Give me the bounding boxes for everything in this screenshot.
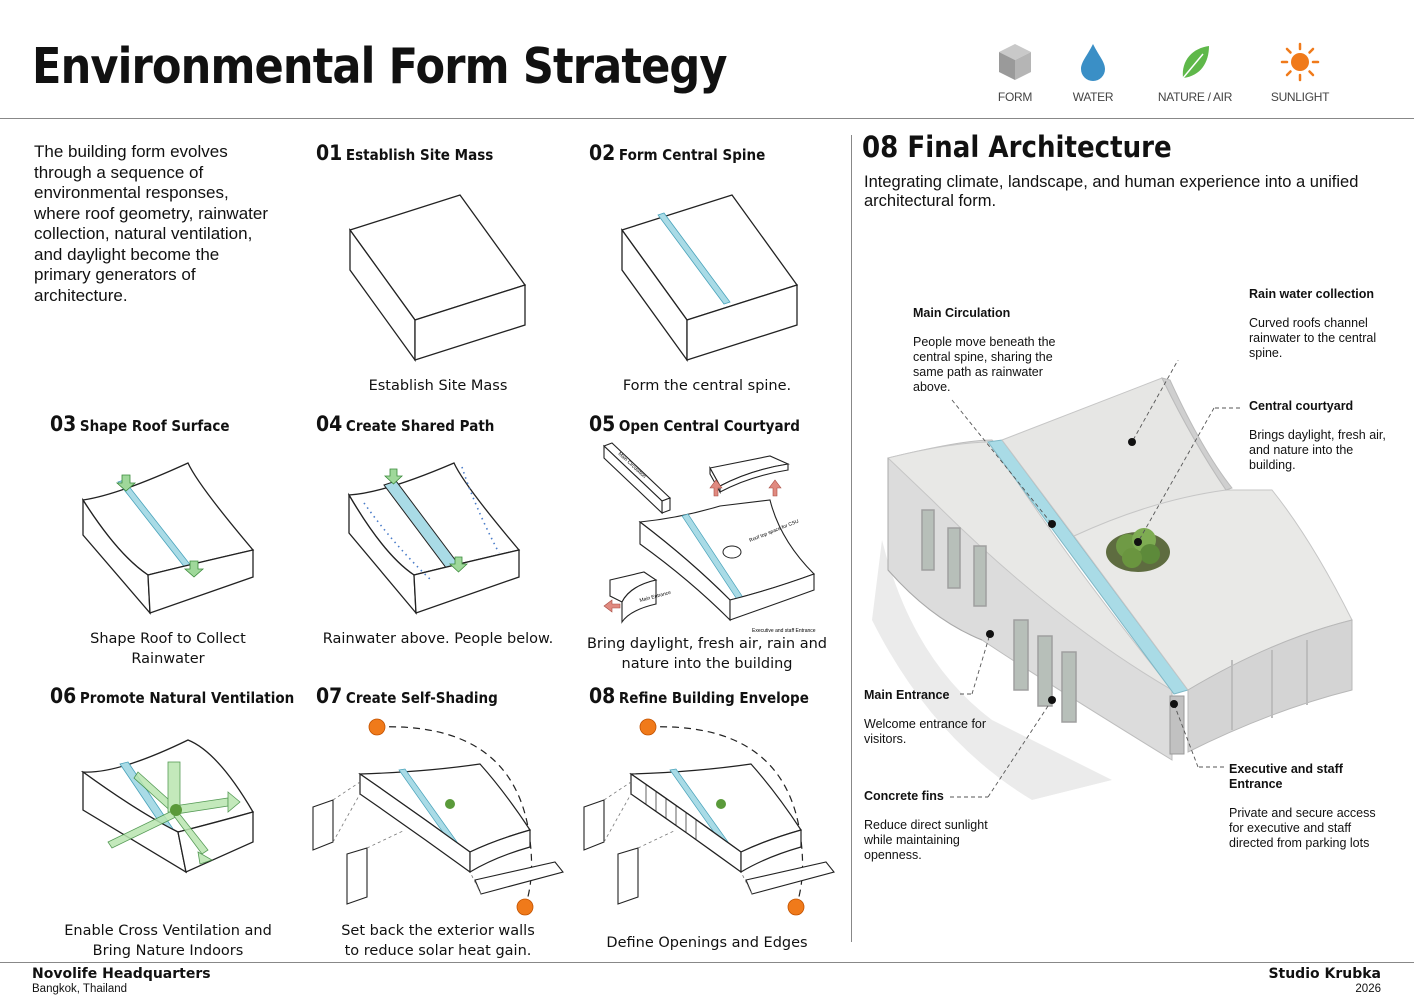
step-08-envelope-diagram <box>583 718 835 916</box>
step-06-ventilation-diagram <box>80 739 254 874</box>
sun-icon <box>639 718 657 736</box>
legend-label-water: WATER <box>1072 90 1114 104</box>
header-divider <box>0 118 1414 119</box>
sun-icon <box>787 898 805 916</box>
final-title: 08 Final Architecture <box>862 130 1172 164</box>
sun-icon <box>368 718 386 736</box>
step-03-roof-diagram <box>81 462 255 615</box>
annotation-central-courtyard: Central courtyard Brings daylight, fresh… <box>1249 399 1386 472</box>
step-01-mass-diagram <box>348 194 527 363</box>
exec-entrance-label: Executive and staff Entrance <box>752 628 816 634</box>
step-03-caption: Shape Roof to Collect Rainwater <box>90 631 246 667</box>
step-05-caption: Bring daylight, fresh air, rain and natu… <box>586 636 828 672</box>
legend-label-form: FORM <box>997 90 1033 104</box>
leaf-icon <box>1182 46 1209 79</box>
up-arrow-icon <box>709 479 723 497</box>
step-07-caption: Set back the exterior walls to reduce so… <box>341 923 535 959</box>
left-arrow-icon <box>603 599 621 613</box>
down-arrow-icon <box>183 560 205 578</box>
footer-studio: Studio Krubka 2026 <box>1268 966 1381 995</box>
legend-item-form: FORM <box>960 30 1070 110</box>
tree-icon <box>716 799 726 809</box>
year: 2026 <box>1355 983 1381 995</box>
legend-item-water: WATER <box>1038 30 1148 110</box>
step-01-caption: Establish Site Mass <box>368 378 508 394</box>
intro-text: The building form evolves through a sequ… <box>34 142 269 305</box>
project-location: Bangkok, Thailand <box>32 983 128 995</box>
down-arrow-icon <box>383 468 404 485</box>
project-name: Novolife Headquarters <box>32 966 211 982</box>
step-04-caption: Rainwater above. People below. <box>322 631 554 647</box>
down-arrow-icon <box>115 474 137 492</box>
legend: FORM WATER NATURE / AIR SUNLIGHT <box>960 30 1380 118</box>
annotation-main-circulation: Main Circulation People move beneath the… <box>913 306 1056 394</box>
sun-icon <box>1280 42 1320 82</box>
step-02-spine-diagram <box>620 194 799 363</box>
legend-label-nature: NATURE / AIR <box>1157 90 1233 104</box>
annotation-main-entrance: Main Entrance Welcome entrance for visit… <box>864 688 987 746</box>
legend-item-sunlight: SUNLIGHT <box>1245 30 1355 110</box>
step-04-path-diagram <box>347 462 521 615</box>
step-06-caption: Enable Cross Ventilation and Bring Natur… <box>64 923 272 959</box>
step-05-courtyard-diagram: Main Circulation Roof top space for CSU … <box>602 442 816 634</box>
tree-icon <box>170 804 182 816</box>
final-subtitle: Integrating climate, landscape, and huma… <box>864 173 1359 210</box>
studio-name: Studio Krubka <box>1268 966 1381 982</box>
tree-icon <box>445 799 455 809</box>
cube-icon <box>999 44 1031 80</box>
step-07-shading-diagram <box>312 718 564 916</box>
legend-label-sunlight: SUNLIGHT <box>1270 90 1330 104</box>
step-08-caption: Define Openings and Edges <box>606 935 808 951</box>
step-02-caption: Form the central spine. <box>622 378 792 394</box>
annotation-concrete-fins: Concrete fins Reduce direct sunlight whi… <box>864 789 988 862</box>
section-divider <box>851 135 852 942</box>
ventilation-arrows <box>107 761 241 865</box>
annotation-rain-water: Rain water collection Curved roofs chann… <box>1249 287 1377 360</box>
sun-icon <box>516 898 534 916</box>
legend-item-nature: NATURE / AIR <box>1140 30 1250 110</box>
up-arrow-icon <box>768 479 782 497</box>
footer-divider <box>0 962 1414 963</box>
footer-project: Novolife Headquarters Bangkok, Thailand <box>32 966 211 995</box>
page-title: Environmental Form Strategy <box>32 38 728 95</box>
water-drop-icon <box>1081 44 1105 81</box>
annotation-executive-entrance: Executive and staff Entrance Private and… <box>1229 762 1376 850</box>
down-arrow-icon <box>448 556 469 573</box>
final-building-render <box>872 360 1353 800</box>
